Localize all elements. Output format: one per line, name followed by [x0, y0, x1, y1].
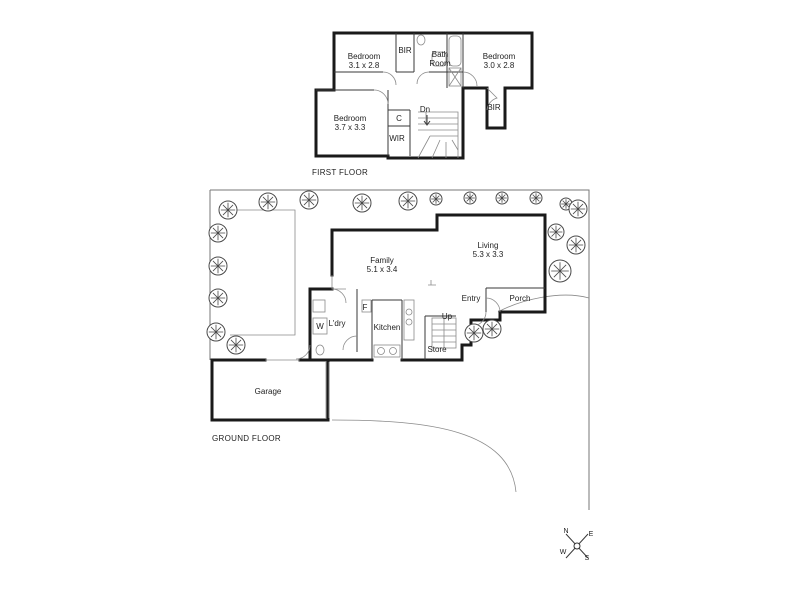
- tree-symbol: [208, 223, 228, 243]
- laundry-label: L'dry: [328, 319, 345, 328]
- garage-label: Garage: [255, 387, 282, 396]
- tree-symbol: [218, 200, 238, 220]
- living-size: 5.3 x 3.3: [473, 250, 504, 259]
- first-floor-title: FIRST FLOOR: [312, 168, 368, 177]
- compass-south: S: [585, 555, 590, 562]
- tree-symbol: [464, 323, 484, 343]
- entry-label: Entry: [462, 294, 481, 303]
- first-floor-plan: Bedroom 3.1 x 2.8 Bedroom 3.0 x 2.8 Bedr…: [312, 31, 534, 177]
- bedroom-label: Bedroom: [483, 52, 516, 61]
- washer-label: W: [316, 322, 324, 331]
- stairs-first-floor: [417, 111, 459, 159]
- compass-east: E: [589, 531, 594, 538]
- bedroom-label: Bedroom: [334, 114, 367, 123]
- tree-symbol: [463, 191, 477, 205]
- tree-symbol: [258, 192, 278, 212]
- tree-symbol: [548, 259, 572, 283]
- tree-symbol: [206, 322, 226, 342]
- wir-label: WIR: [389, 134, 405, 143]
- store-label: Store: [427, 345, 447, 354]
- tree-symbol: [208, 256, 228, 276]
- bathroom-label: Bath: [432, 50, 448, 59]
- bedroom-size: 3.1 x 2.8: [349, 61, 380, 70]
- bedroom-size: 3.0 x 2.8: [484, 61, 515, 70]
- family-label: Family: [370, 256, 394, 265]
- stairs-up-label: Up: [442, 312, 453, 321]
- compass-west: W: [560, 549, 567, 556]
- compass-north: N: [563, 528, 568, 535]
- tree-symbol: [482, 319, 502, 339]
- cupboard-label: C: [396, 114, 402, 123]
- bir-label: BIR: [398, 46, 412, 55]
- ground-floor-plan: Family 5.1 x 3.4 Living 5.3 x 3.3 Entry …: [206, 189, 590, 510]
- ground-floor-title: GROUND FLOOR: [212, 434, 281, 443]
- stairs-ground-floor: [431, 317, 457, 349]
- tree-symbol: [208, 288, 228, 308]
- bathroom-label: Room: [429, 59, 451, 68]
- living-label: Living: [478, 241, 499, 250]
- tree-symbol: [529, 191, 543, 205]
- bedroom-label: Bedroom: [348, 52, 381, 61]
- bedroom-size: 3.7 x 3.3: [335, 123, 366, 132]
- compass-rose: N E S W: [560, 528, 594, 562]
- family-size: 5.1 x 3.4: [367, 265, 398, 274]
- kitchen-label: Kitchen: [374, 323, 401, 332]
- tree-symbol: [429, 192, 443, 206]
- tree-symbol: [226, 335, 246, 355]
- bir-label: BIR: [487, 103, 501, 112]
- tree-symbol: [568, 199, 588, 219]
- tree-symbol: [398, 191, 418, 211]
- porch-label: Porch: [510, 294, 531, 303]
- fridge-label: F: [363, 303, 368, 312]
- tree-symbol: [566, 235, 586, 255]
- landscaping-trees: [206, 190, 588, 355]
- tree-symbol: [547, 223, 565, 241]
- tree-symbol: [495, 191, 509, 205]
- tree-symbol: [352, 193, 372, 213]
- tree-symbol: [299, 190, 319, 210]
- stairs-down-label: Dn: [420, 105, 430, 114]
